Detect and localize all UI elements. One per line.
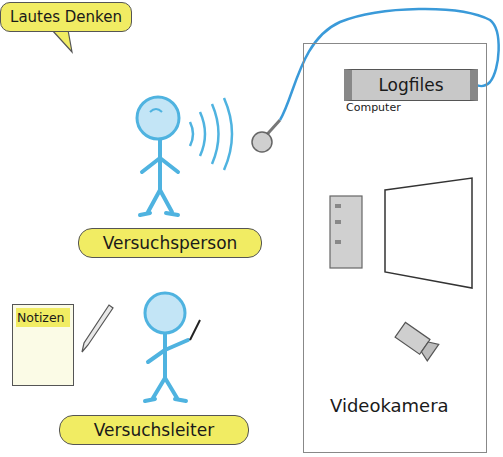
pen (190, 320, 200, 340)
monitor (385, 178, 472, 288)
video-camera (395, 321, 439, 360)
box-text: Versuchsperson (79, 233, 261, 253)
head (145, 293, 185, 333)
role-label: Versuchsperson (78, 228, 262, 258)
cable (280, 9, 499, 120)
box-text: Versuchsleiter (60, 420, 248, 440)
panel-label: Videokamera (330, 395, 449, 416)
note-pad: Notizen (12, 304, 74, 386)
computer-tower (330, 196, 362, 268)
speech-bubble: Lautes Denken (0, 2, 132, 32)
test-person (140, 138, 178, 215)
equipment-panel: VideokameraLogfilesComputer (303, 43, 487, 453)
box-text: Logfiles (352, 75, 470, 95)
experimenter (145, 334, 188, 401)
box-text: Lautes Denken (1, 8, 131, 26)
microphone (252, 132, 272, 152)
logfiles-box: LogfilesComputer (344, 69, 478, 101)
pencil (82, 305, 113, 352)
box-text: Notizen (16, 308, 70, 327)
bubble-tail (52, 30, 72, 52)
head (137, 97, 179, 139)
device-label: Computer (346, 101, 401, 114)
sound-waves (190, 98, 232, 170)
role-label: Versuchsleiter (59, 415, 249, 445)
